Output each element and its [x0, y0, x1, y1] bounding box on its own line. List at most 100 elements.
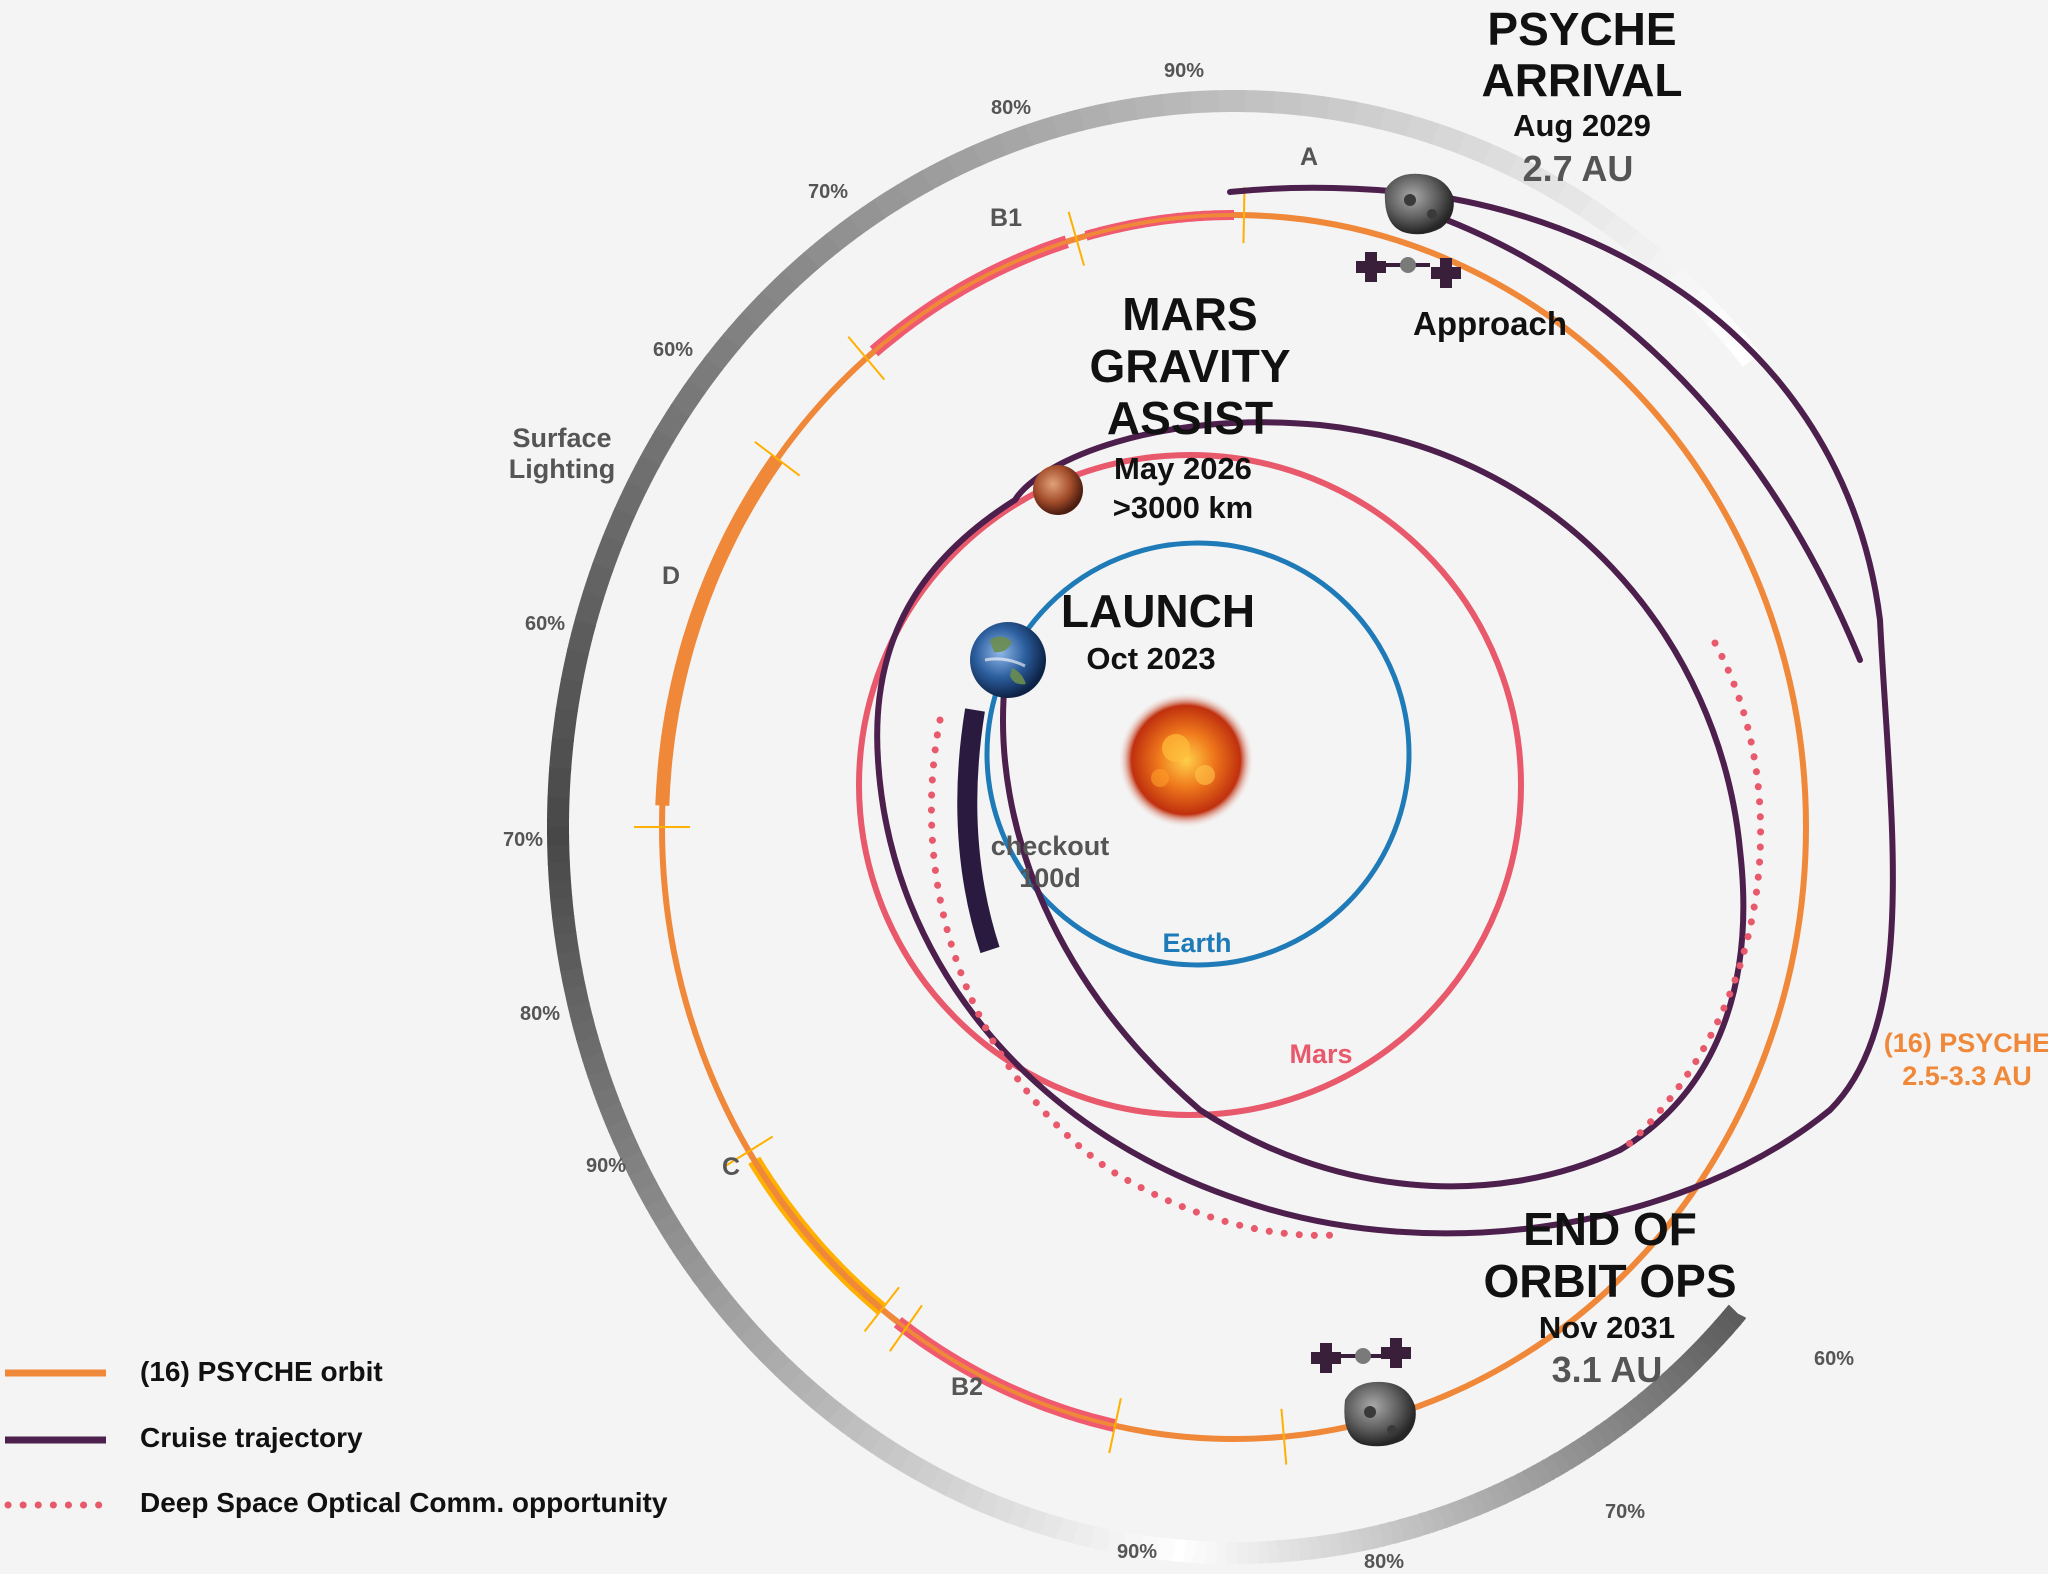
- phase-boundary-tick: [1067, 211, 1086, 266]
- lighting-band-segment: [1265, 1540, 1284, 1563]
- pct-label: 60%: [653, 339, 693, 361]
- legend-label-optical-comm: Deep Space Optical Comm. opportunity: [140, 1487, 668, 1518]
- lighting-band-segment: [1139, 1535, 1162, 1560]
- lighting-band-segment: [654, 1211, 684, 1240]
- lighting-band-segment: [1578, 196, 1616, 232]
- lighting-band-segment: [592, 535, 624, 573]
- lighting-band-segment: [848, 199, 886, 236]
- lighting-band-segment: [703, 334, 741, 372]
- lighting-band-segment: [554, 932, 580, 956]
- phase-d-segment: [655, 454, 783, 806]
- lighting-band-segment: [1603, 1413, 1628, 1440]
- lighting-band-segment: [1244, 90, 1275, 114]
- lighting-band-segment: [898, 1451, 927, 1481]
- lighting-band-segment: [741, 291, 779, 329]
- lighting-band-segment: [599, 1101, 628, 1129]
- lighting-band-segment: [640, 429, 675, 468]
- lighting-band-segment: [1637, 1387, 1661, 1414]
- lighting-band-segment: [827, 1404, 857, 1434]
- legend-label-cruise-trajectory: Cruise trajectory: [140, 1422, 363, 1453]
- lighting-band-segment: [1306, 1536, 1325, 1560]
- lighting-band-segment: [1540, 1454, 1566, 1481]
- pct-label: 90%: [586, 1155, 626, 1177]
- lighting-band-segment: [1653, 1372, 1678, 1400]
- lighting-band-segment: [1078, 102, 1112, 131]
- surface-lighting-line2: Lighting: [509, 454, 615, 484]
- lighting-band-segment: [1429, 123, 1466, 154]
- lighting-band-segment: [1600, 213, 1640, 248]
- lighting-band-segment: [1623, 229, 1661, 267]
- lighting-band-segment: [722, 312, 759, 350]
- lighting-band-segment: [970, 134, 1007, 166]
- end-date: Nov 2031: [1539, 1310, 1675, 1345]
- launch-date: Oct 2023: [1086, 641, 1215, 676]
- lighting-band-segment: [621, 1150, 650, 1178]
- end-distance: 3.1 AU: [1552, 1349, 1663, 1390]
- lighting-band-segment: [1133, 94, 1165, 120]
- pct-label: 90%: [1164, 60, 1204, 82]
- lighting-band-segment: [1427, 1507, 1448, 1532]
- pct-label: 80%: [520, 1003, 560, 1025]
- lighting-band-segment: [750, 1335, 780, 1365]
- mga-title-line2: GRAVITY: [1089, 340, 1290, 392]
- lighting-band-segment: [613, 481, 647, 519]
- arrival-date: Aug 2029: [1513, 108, 1651, 143]
- lighting-band-segment: [1692, 1336, 1717, 1361]
- lighting-band-segment: [626, 455, 661, 493]
- surface-lighting-label: Surface Lighting: [509, 423, 615, 484]
- lighting-band-segment: [1628, 1393, 1653, 1420]
- lighting-band-segment: [1156, 1537, 1178, 1562]
- lighting-band-segment: [1417, 1510, 1438, 1535]
- mga-distance: >3000 km: [1113, 490, 1253, 525]
- lighting-band-segment: [1724, 329, 1761, 367]
- phase-boundary-tick: [1242, 187, 1246, 244]
- earth-orbit-label: Earth: [1162, 928, 1231, 958]
- pct-label: 90%: [1117, 1541, 1157, 1563]
- spacecraft-end: [1311, 1338, 1411, 1373]
- lighting-band-segment: [738, 1322, 769, 1353]
- lighting-band-segment: [1106, 1529, 1129, 1555]
- lighting-band-segment: [1568, 1437, 1593, 1464]
- phase-segments: [634, 187, 1288, 1465]
- phase-boundary-tick: [754, 441, 801, 477]
- phase-label-b2: B2: [951, 1373, 983, 1401]
- surface-lighting-line1: Surface: [512, 423, 611, 453]
- surface-lighting-band: [547, 90, 1761, 1564]
- pct-label: 60%: [525, 613, 565, 635]
- checkout-line2: 100d: [1019, 863, 1081, 893]
- lighting-band-segment: [813, 1393, 843, 1423]
- phase-label-c: C: [722, 1153, 740, 1181]
- lighting-band-segment: [686, 357, 723, 395]
- legend-label-psyche-orbit: (16) PSYCHE orbit: [140, 1356, 383, 1387]
- lighting-band-segment: [606, 1118, 635, 1145]
- lighting-band-segment: [929, 1468, 956, 1497]
- lighting-percent-labels: 90% 80% 70% 60% 60% 70% 80% 90% 60% 70% …: [503, 60, 1854, 1573]
- lighting-band-segment: [1316, 1534, 1337, 1558]
- phase-label-a: A: [1300, 143, 1318, 171]
- optical-comm-arcs: [927, 639, 1765, 1239]
- earth-orbit: [984, 540, 1412, 968]
- lighting-band-segment: [550, 896, 575, 920]
- lighting-band-segment: [1457, 1495, 1478, 1521]
- lighting-band-segment: [1620, 1400, 1645, 1427]
- mars-orbit: [856, 452, 1524, 1118]
- sun: [1118, 692, 1254, 828]
- lighting-band-segment: [1256, 1541, 1273, 1564]
- lighting-band-segment: [683, 1255, 714, 1285]
- lighting-band-segment: [1486, 1483, 1510, 1509]
- lighting-band-segment: [1661, 1366, 1686, 1393]
- lighting-band-segment: [1549, 1448, 1575, 1475]
- lighting-band-segment: [869, 1433, 899, 1463]
- lighting-band-segment: [663, 1226, 694, 1256]
- lighting-band-segment: [1706, 1321, 1733, 1345]
- lighting-band-segment: [547, 767, 572, 800]
- legend: (16) PSYCHE orbit Cruise trajectory Deep…: [4, 1356, 668, 1518]
- lighting-band-segment: [1089, 1526, 1113, 1552]
- lighting-band-segment: [1456, 132, 1493, 164]
- lighting-band-segment: [1397, 1516, 1418, 1541]
- lighting-band-segment: [1645, 1380, 1669, 1406]
- lighting-band-segment: [547, 796, 570, 829]
- lighting-band-segment: [1071, 1522, 1096, 1548]
- mars-orbit-label: Mars: [1289, 1039, 1352, 1069]
